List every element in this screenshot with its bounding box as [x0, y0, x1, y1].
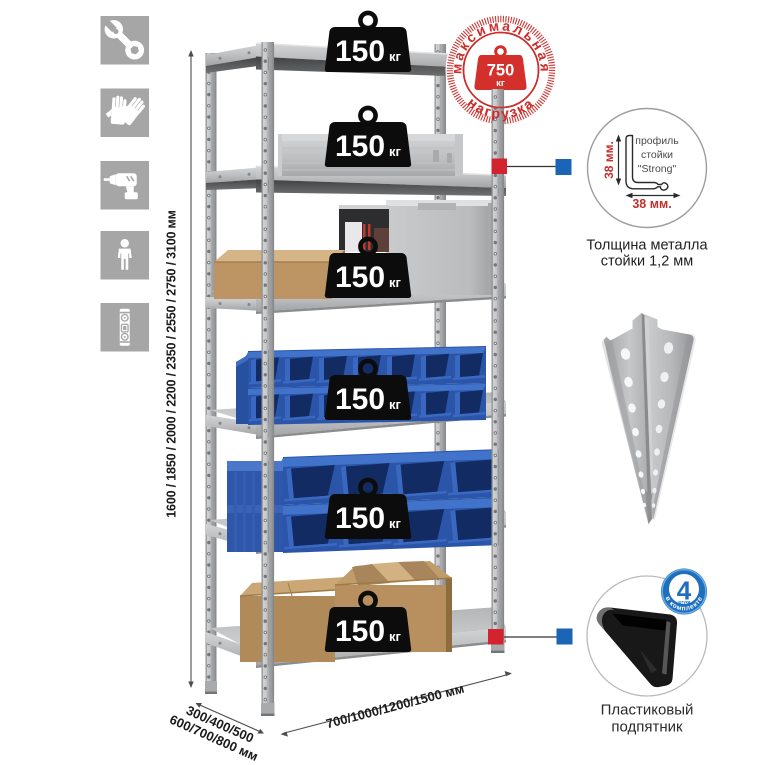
svg-text:кг: кг: [389, 275, 402, 290]
svg-text:кг: кг: [496, 78, 505, 89]
svg-text:150: 150: [335, 383, 385, 416]
svg-text:кг: кг: [389, 144, 402, 159]
svg-text:4: 4: [677, 576, 692, 606]
svg-text:150: 150: [335, 502, 385, 535]
svg-text:150: 150: [335, 261, 385, 294]
svg-text:150: 150: [335, 615, 385, 648]
svg-text:кг: кг: [389, 516, 402, 531]
svg-text:штуки: штуки: [678, 600, 691, 605]
svg-text:150: 150: [335, 35, 385, 68]
svg-text:кг: кг: [389, 397, 402, 412]
svg-text:750: 750: [487, 62, 515, 80]
svg-text:кг: кг: [389, 49, 402, 64]
svg-text:кг: кг: [389, 629, 402, 644]
svg-text:150: 150: [335, 130, 385, 163]
